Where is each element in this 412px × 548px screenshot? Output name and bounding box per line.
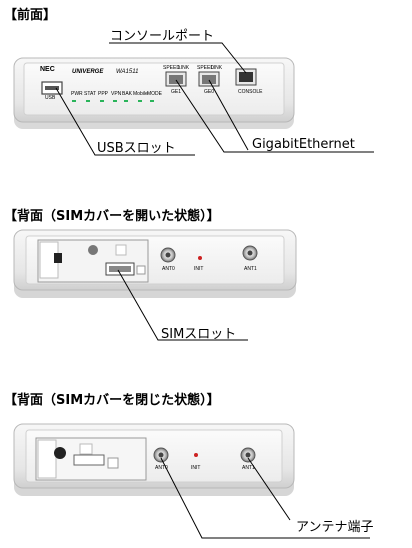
led-label-mobile: Mobile xyxy=(133,91,148,97)
front-leds xyxy=(72,100,154,102)
back-open-device xyxy=(13,229,297,298)
usb-slot-callout: USBスロット xyxy=(97,141,176,156)
gigabit-ethernet-callout: GigabitEthernet xyxy=(252,137,355,152)
ant0-label-open: ANT0 xyxy=(162,266,175,272)
back-closed-heading: 【背面（SIMカバーを閉じた状態）】 xyxy=(4,393,220,408)
model-label: WA1511 xyxy=(116,69,139,75)
front-heading: 【前面】 xyxy=(4,8,57,23)
ge1-link-label: LINK xyxy=(178,65,190,71)
console-port-callout: コンソールポート xyxy=(110,29,215,44)
console-port-label: CONSOLE xyxy=(238,89,263,95)
ge0-speed-label: SPEED xyxy=(197,65,214,71)
back-open-heading: 【背面（SIMカバーを開いた状態）】 xyxy=(4,209,220,224)
ge1-speed-label: SPEED xyxy=(163,65,180,71)
init-label-closed: INIT xyxy=(191,465,201,471)
front-device xyxy=(13,57,295,129)
ant0-label-closed: ANT0 xyxy=(155,465,168,471)
antenna-callout-lines xyxy=(160,457,370,539)
ge1-port-label: GE1 xyxy=(171,89,182,95)
init-label-open: INIT xyxy=(194,266,204,272)
antenna-terminal-callout: アンテナ端子 xyxy=(296,520,374,535)
ant1-label-open: ANT1 xyxy=(244,266,257,272)
led-label-pwr: PWR xyxy=(71,91,83,97)
sim-callout-line xyxy=(117,269,248,341)
front-callout-lines xyxy=(55,42,374,156)
led-label-bak: BAK xyxy=(122,91,133,97)
ant1-label-closed: ANT1 xyxy=(242,465,255,471)
ge0-port-label: GE0 xyxy=(204,89,215,95)
ge0-link-label: LINK xyxy=(211,65,223,71)
brand-logo-text: NEC xyxy=(40,66,55,73)
led-label-mode: MODE xyxy=(147,91,162,97)
led-label-ppp: PPP xyxy=(98,91,109,97)
back-closed-device xyxy=(13,423,295,496)
series-label: UNIVERGE xyxy=(72,69,104,75)
sim-slot-callout: SIMスロット xyxy=(161,327,237,342)
led-label-vpn: VPN xyxy=(111,91,122,97)
usb-port-label: USB xyxy=(45,95,56,101)
led-label-stat: STAT xyxy=(84,91,97,97)
